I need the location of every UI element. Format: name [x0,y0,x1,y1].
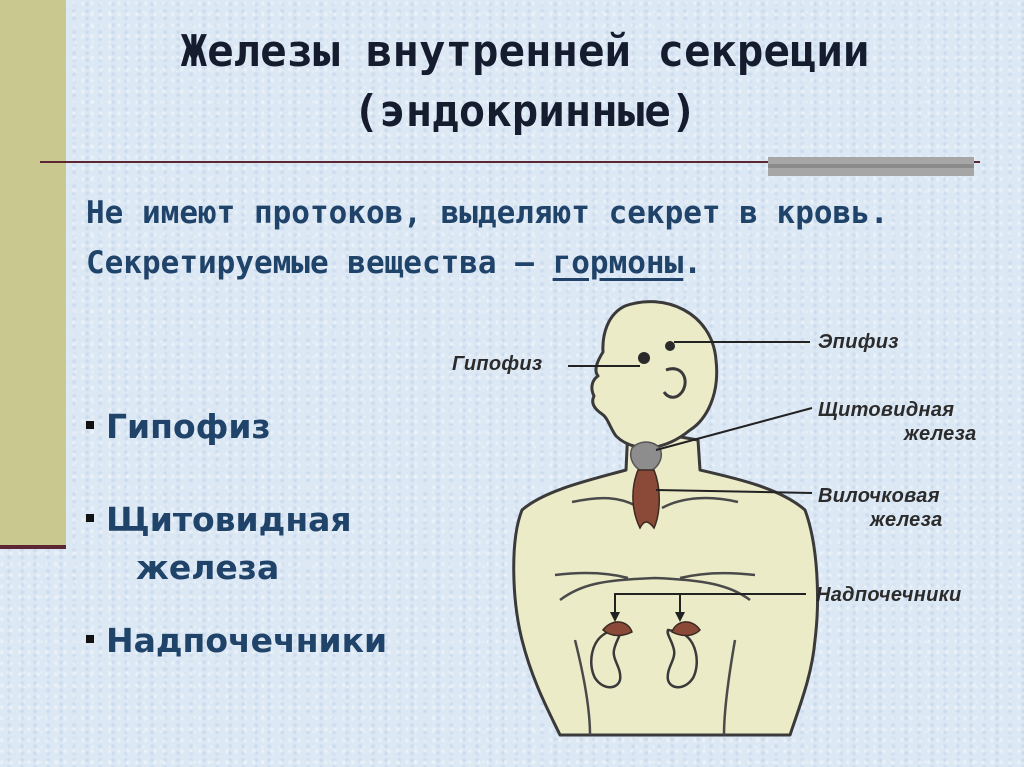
torso-outline [512,426,820,737]
adrenal-gland-left [601,621,633,637]
intro-paragraph: Не имеют протоков, выделяют секрет в кро… [86,188,916,288]
title-line-1: Железы внутренней секреции [180,26,870,77]
leader-adrenals [614,593,806,614]
bullet-adrenals: Надпочечники [86,618,387,664]
label-adrenals: Надпочечники [816,584,962,606]
bullet-marker [86,420,94,429]
label-thymus-line-1: Вилочковая [818,485,940,507]
chest-line [554,571,756,580]
bullet-marker [86,513,94,522]
leader-thymus [655,489,813,494]
ear-outline [662,367,687,399]
side-accent-line [0,545,66,549]
label-pineal: Эпифиз [818,331,899,353]
label-thymus-line-2: железа [870,509,943,531]
bullet-pituitary: Гипофиз [86,404,271,450]
title-line-2: (эндокринные) [352,86,698,137]
adrenal-gland-right [671,621,701,637]
slide-title: Железы внутренней секреции (эндокринные) [70,22,980,142]
bullet-thyroid-continuation: железа [136,548,280,587]
pineal-gland [665,341,675,351]
rib-arch [559,576,751,602]
bullet-label: Надпочечники [106,621,388,660]
label-pituitary: Гипофиз [452,353,543,375]
thymus-gland [632,469,660,530]
label-thyroid-line-2: железа [904,423,977,445]
pituitary-gland [638,352,650,364]
bullet-thyroid: Щитовидная [86,497,352,543]
bullet-label: Гипофиз [106,407,271,446]
title-divider [40,161,980,163]
intro-text: Не имеют протоков, выделяют секрет в кро… [86,195,889,281]
bullet-marker [86,634,94,643]
leader-thyroid [655,407,813,451]
intro-term-hormones: гормоны [552,245,684,281]
kidney-right [666,628,698,689]
kidney-left [590,628,622,689]
thyroid-gland [630,441,662,473]
title-divider-accent [768,157,974,176]
leader-lines [568,341,813,614]
abdomen-arm-line [573,639,737,736]
side-accent-bar [0,0,66,546]
head-outline [590,300,719,450]
body-silhouette [512,300,820,737]
intro-period: . [683,245,702,281]
bullet-label: Щитовидная [106,500,352,539]
label-thyroid-line-1: Щитовидная [818,399,955,421]
leader-arrowheads [610,612,685,622]
